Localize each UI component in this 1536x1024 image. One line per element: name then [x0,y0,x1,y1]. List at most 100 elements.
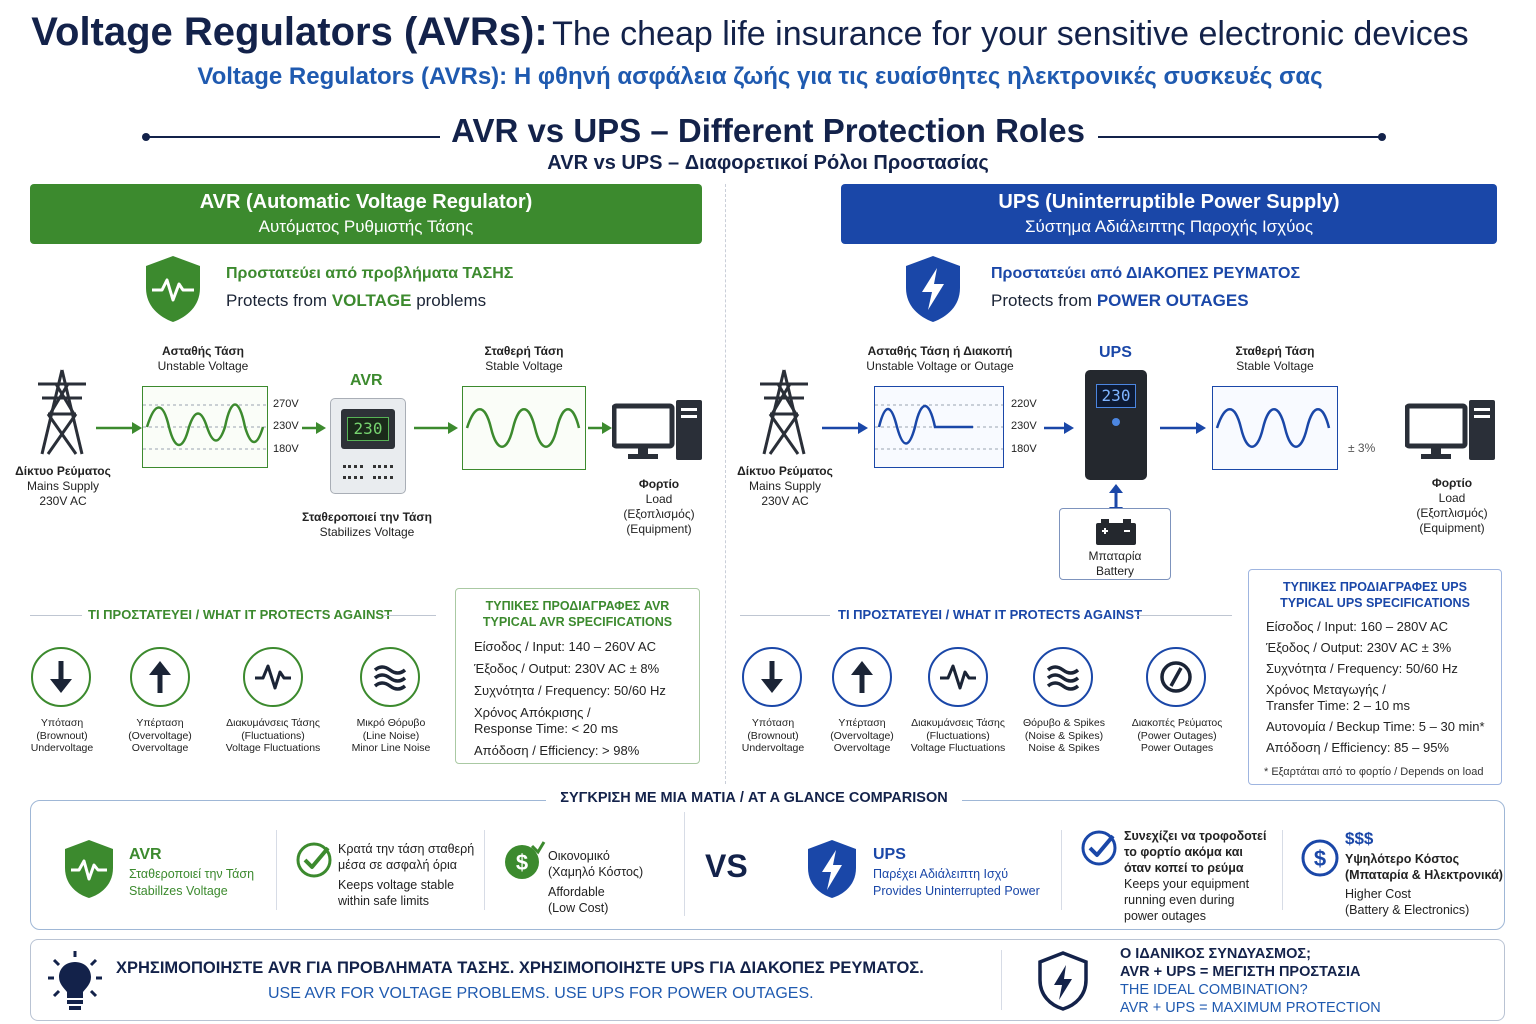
unstable-wave [143,403,267,450]
avr-stable-wave-box [462,386,586,470]
combo-greek-2: AVR + UPS = ΜΕΓΙΣΤΗ ΠΡΟΣΤΑΣΙΑ [1120,964,1361,980]
ups-device: 230 [1085,370,1147,480]
pulse-icon [255,664,291,690]
avr-protect-caption-1: Υπόταση(Brownout)Undervoltage [30,717,94,754]
waves-icon [373,665,407,691]
ups-spec-note: * Εξαρτάται από το φορτίο / Depends on l… [1264,766,1484,778]
ups-spec-title-english: TYPICAL UPS SPECIFICATIONS [1280,596,1470,610]
main-title-bold: Voltage Regulators (AVRs): [31,10,548,54]
combo-greek-1: Ο ΙΔΑΝΙΚΟΣ ΣΥΝΔΥΑΣΜΟΣ; [1120,946,1311,962]
ups-volt-high: 220V [1011,398,1037,410]
ups-spec-box: ΤΥΠΙΚΕΣ ΠΡΟΔΙΑΓΡΑΦΕΣ UPS TYPICAL UPS SPE… [1248,569,1502,785]
avr-display: 230 [347,417,389,441]
cmp-avr-greek: Σταθεροποιεί την Τάση [129,867,255,881]
ups-stable-wave-box [1212,386,1338,470]
panel-divider [725,184,726,784]
power-off-icon [1160,661,1192,693]
overvoltage-icon-circle [130,647,190,707]
rule-line-right [1098,136,1382,138]
cmp-vs: VS [705,848,748,884]
svg-text:$: $ [1314,846,1326,871]
avr-section-rule-left [30,615,82,616]
arrow-right-icon [1044,422,1074,434]
ups-protect-caption-2: Υπέρταση(Overvoltage)Overvoltage [830,717,894,754]
computer-icon [612,400,702,460]
check-circle-icon [296,842,332,878]
avr-device-label: AVR [350,372,383,389]
avr-header-subtitle: Αυτόματος Ρυθμιστής Τάσης [258,217,474,236]
combo-english-2: AVR + UPS = MAXIMUM PROTECTION [1120,1000,1381,1016]
avr-spec-response-label: Χρόνος Απόκρισης / [474,705,591,720]
avr-vent-left [343,465,363,479]
ups-spec-frequency: Συχνότητα / Frequency: 50/60 Hz [1266,661,1458,676]
arrow-up-icon [149,661,171,693]
cmp-separator [276,830,277,910]
rule-dot-right [1378,133,1386,141]
avr-section-rule-right [384,615,436,616]
avr-protects-greek: Προστατεύει από προβλήματα ΤΑΣΗΣ [226,265,514,282]
overvoltage-icon-circle [832,647,892,707]
ups-spec-backup: Αυτονομία / Beckup Time: 5 – 30 min* [1266,719,1485,734]
ups-display: 230 [1096,384,1136,408]
ups-panel-header: UPS (Uninterruptible Power Supply) Σύστη… [841,184,1497,244]
avr-volt-low: 180V [273,443,299,455]
ups-spec-output: Έξοδος / Output: 230V AC ± 3% [1266,640,1452,655]
avr-panel-header: AVR (Automatic Voltage Regulator) Αυτόμα… [30,184,702,244]
ups-spec-input: Είσοδος / Input: 160 – 280V AC [1266,619,1448,634]
bottom-banner [30,939,1505,1021]
heartbeat-shield-icon [146,256,200,322]
avr-protect-caption-2: Υπέρταση(Overvoltage)Overvoltage [128,717,192,754]
check-circle-icon [1081,830,1117,866]
cmp-avr-english: Stabillzes Voltage [129,884,228,898]
money-icon: $ [505,841,546,879]
cmp-separator [684,812,685,916]
ups-section-rule-left [740,615,830,616]
ups-what-protects-title: ΤΙ ΠΡΟΣΤΑΤΕΥΕΙ / WHAT IT PROTECTS AGAINS… [838,607,1143,622]
arrow-right-icon [822,422,868,434]
greek-subtitle: Voltage Regulators (AVRs): Η φθηνή ασφάλ… [197,63,1323,90]
ups-stable-tolerance: ± 3% [1348,441,1376,455]
cmp-avr-name: AVR [129,846,162,863]
cmp-avr-point-2: Οικονομικό(Χαμηλό Κόστος) Affordable(Low… [548,849,644,915]
bottom-message-english: USE AVR FOR VOLTAGE PROBLEMS. USE UPS FO… [268,985,814,1002]
noise-icon-circle [360,647,420,707]
ups-power-led [1112,418,1120,426]
noise-icon-circle [1033,647,1093,707]
ups-header-subtitle: Σύστημα Αδιάλειπτης Παροχής Ισχύος [1024,217,1314,236]
fluctuation-icon-circle [243,647,303,707]
avr-protect-caption-4: Μικρό Θόρυβο(Line Noise)Minor Line Noise [351,717,431,754]
ups-section-rule-right [1136,615,1232,616]
undervoltage-icon-circle [742,647,802,707]
heartbeat-shield-icon [65,840,113,898]
rule-line-left [146,136,440,138]
arrow-right-icon [96,422,142,434]
arrow-right-icon [302,422,326,434]
ups-protect-caption-4: Θόρυβο & Spikes(Noise & Spikes)Noise & S… [1023,717,1105,754]
undervoltage-icon-circle [31,647,91,707]
battery-icon [1096,519,1136,545]
lightning-shield-icon [808,840,856,898]
ups-protects-english: Protects from POWER OUTAGES [991,291,1249,310]
ups-volt-mid: 230V [1011,420,1037,432]
avr-spec-output: Έξοδος / Output: 230V AC ± 8% [474,661,660,676]
ups-spec-transfer-label: Χρόνος Μεταγωγής / [1266,682,1386,697]
bottom-separator [1001,950,1002,1010]
avr-spec-box: ΤΥΠΙΚΕΣ ΠΡΟΔΙΑΓΡΑΦΕΣ AVR TYPICAL AVR SPE… [455,588,700,764]
cmp-ups-greek: Παρέχει Αδιάλειπτη Ισχύ [873,867,1009,881]
arrow-down-icon [761,661,783,693]
lightbulb-icon [48,951,102,1010]
avr-display-frame: 230 [341,409,395,449]
pulse-icon [940,664,976,690]
avr-volt-high: 270V [273,398,299,410]
